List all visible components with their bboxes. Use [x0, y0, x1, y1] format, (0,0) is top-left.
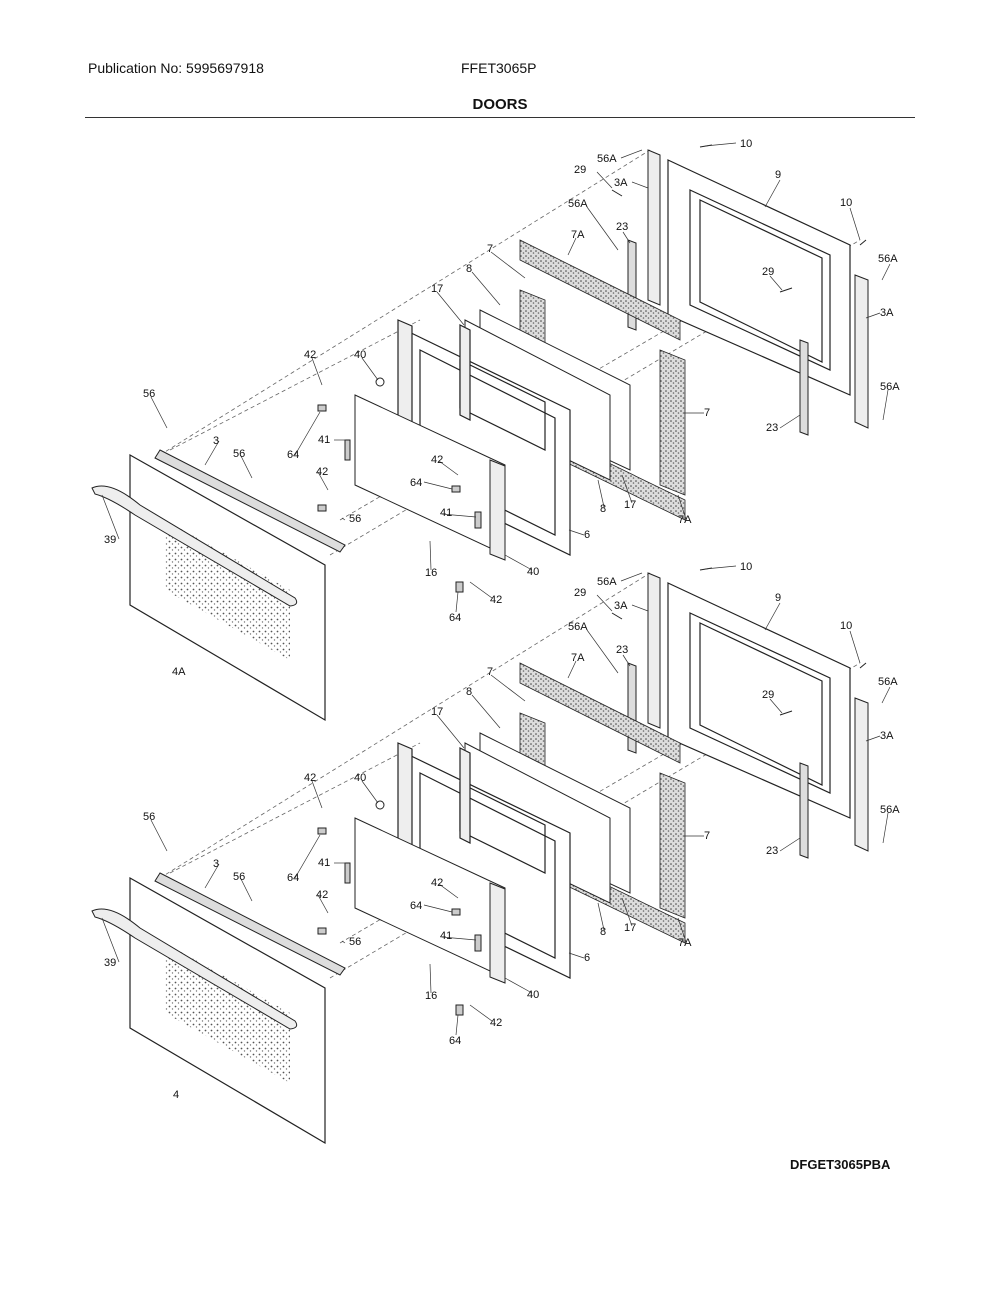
svg-text:41: 41 — [318, 434, 330, 446]
svg-text:16: 16 — [425, 567, 437, 579]
door-frame-back — [667, 159, 851, 396]
svg-text:39: 39 — [104, 534, 116, 546]
upper-outer-glass-label: 4A — [172, 666, 186, 678]
svg-text:17: 17 — [624, 499, 636, 511]
door-top-trim — [154, 449, 346, 553]
svg-text:42: 42 — [316, 466, 328, 478]
outer-door-glass — [129, 453, 326, 722]
svg-text:23: 23 — [616, 221, 628, 233]
door-assembly-template: 10 56A 9 29 3A 56A 10 23 7A 7 29 56A 8 3… — [91, 138, 900, 722]
svg-text:17: 17 — [431, 283, 443, 295]
handle-bracket — [489, 459, 506, 561]
svg-text:8: 8 — [600, 503, 606, 515]
door-handle — [91, 485, 298, 607]
svg-text:56: 56 — [233, 448, 245, 460]
svg-text:29: 29 — [574, 164, 586, 176]
svg-text:56: 56 — [143, 388, 155, 400]
svg-text:3A: 3A — [880, 307, 894, 319]
svg-text:40: 40 — [354, 349, 366, 361]
svg-text:10: 10 — [840, 197, 852, 209]
svg-text:7A: 7A — [678, 514, 692, 526]
svg-text:56A: 56A — [878, 253, 898, 265]
page-title: DOORS — [472, 96, 528, 113]
assembly-part-labels: 4A 4 — [160, 666, 190, 1101]
svg-text:40: 40 — [527, 566, 539, 578]
header-divider — [85, 117, 915, 118]
publication-number: Publication No: 5995697918 — [88, 60, 264, 76]
small-parts — [317, 144, 867, 593]
svg-text:64: 64 — [410, 477, 422, 489]
svg-text:6: 6 — [584, 529, 590, 541]
svg-text:29: 29 — [762, 266, 774, 278]
svg-text:56A: 56A — [597, 153, 617, 165]
svg-text:3: 3 — [213, 435, 219, 447]
svg-text:56: 56 — [349, 513, 361, 525]
svg-text:41: 41 — [440, 507, 452, 519]
svg-text:42: 42 — [431, 454, 443, 466]
svg-text:56A: 56A — [880, 381, 900, 393]
svg-text:7A: 7A — [571, 229, 585, 241]
svg-text:64: 64 — [287, 449, 299, 461]
callout-labels: 10 56A 9 29 3A 56A 10 23 7A 7 29 56A 8 3… — [104, 138, 900, 624]
svg-text:8: 8 — [466, 263, 472, 275]
svg-text:56A: 56A — [568, 198, 588, 210]
svg-text:3A: 3A — [614, 177, 628, 189]
diagram-code: DFGET3065PBA — [790, 1157, 891, 1172]
svg-text:10: 10 — [740, 138, 752, 150]
leader-lines — [101, 142, 891, 613]
svg-text:42: 42 — [304, 349, 316, 361]
side-trim-channel — [647, 149, 869, 429]
model-number: FFET3065P — [461, 60, 537, 76]
svg-text:9: 9 — [775, 169, 781, 181]
svg-text:23: 23 — [766, 422, 778, 434]
svg-text:64: 64 — [449, 612, 461, 624]
svg-text:7: 7 — [704, 407, 710, 419]
svg-text:7: 7 — [487, 243, 493, 255]
lower-outer-glass-label: 4 — [173, 1089, 179, 1101]
svg-text:42: 42 — [490, 594, 502, 606]
